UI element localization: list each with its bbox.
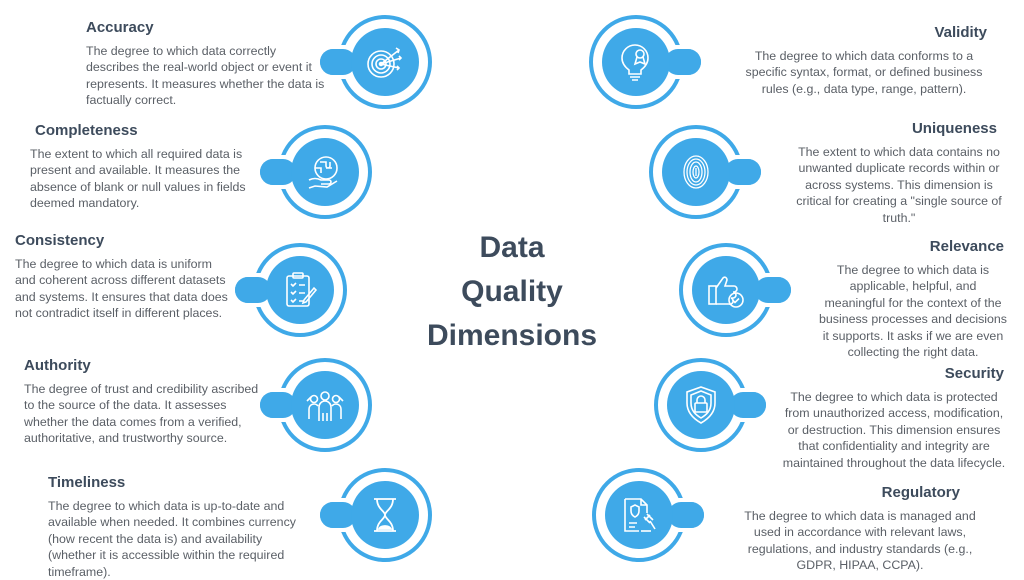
- dimension-description: The degree to which data is protected fr…: [778, 389, 1010, 472]
- lightbulb-badge-icon: [614, 40, 658, 84]
- regulatory-node: [592, 468, 686, 562]
- dimension-regulatory: Regulatory The degree to which data is m…: [742, 485, 978, 574]
- timeliness-node: [338, 468, 432, 562]
- accuracy-node: [338, 15, 432, 109]
- dimension-heading: Uniqueness: [794, 121, 997, 138]
- dimension-description: The extent to which all required data is…: [30, 146, 255, 212]
- document-gavel-icon: [617, 493, 661, 537]
- dimension-timeliness: Timeliness The degree to which data is u…: [48, 475, 306, 580]
- dimension-heading: Validity: [738, 25, 987, 42]
- dimension-accuracy: Accuracy The degree to which data correc…: [86, 20, 326, 109]
- dimension-security: Security The degree to which data is pro…: [778, 366, 1010, 471]
- security-node: [654, 358, 748, 452]
- consistency-node: [253, 243, 347, 337]
- dimension-description: The degree to which data correctly descr…: [86, 43, 326, 109]
- people-group-icon: [303, 383, 347, 427]
- title-line: Data: [392, 226, 632, 270]
- dimension-description: The degree to which data is applicable, …: [818, 262, 1008, 361]
- dimension-heading: Consistency: [15, 233, 230, 250]
- target-icon: [363, 40, 407, 84]
- title-line: Quality: [392, 270, 632, 314]
- hourglass-icon: [363, 493, 407, 537]
- dimension-description: The degree to which data is uniform and …: [15, 256, 230, 322]
- fingerprint-icon: [674, 150, 718, 194]
- dimension-uniqueness: Uniqueness The extent to which data cont…: [794, 121, 1004, 226]
- thumbs-up-check-icon: [704, 268, 748, 312]
- authority-node: [278, 358, 372, 452]
- puzzle-hand-icon: [303, 150, 347, 194]
- dimension-heading: Timeliness: [48, 475, 306, 492]
- dimension-heading: Accuracy: [86, 20, 326, 37]
- completeness-node: [278, 125, 372, 219]
- dimension-description: The degree to which data conforms to a s…: [738, 48, 990, 98]
- dimension-validity: Validity The degree to which data confor…: [738, 25, 990, 97]
- dimension-consistency: Consistency The degree to which data is …: [15, 233, 230, 322]
- dimension-heading: Authority: [24, 358, 264, 375]
- dimension-description: The extent to which data contains no unw…: [794, 144, 1004, 227]
- dimension-description: The degree of trust and credibility ascr…: [24, 381, 264, 447]
- uniqueness-node: [649, 125, 743, 219]
- validity-node: [589, 15, 683, 109]
- dimension-heading: Relevance: [818, 239, 1004, 256]
- checklist-icon: [278, 268, 322, 312]
- title-line: Dimensions: [392, 314, 632, 358]
- diagram-title: Data Quality Dimensions: [392, 226, 632, 358]
- dimension-heading: Regulatory: [742, 485, 960, 502]
- dimension-authority: Authority The degree of trust and credib…: [24, 358, 264, 447]
- dimension-description: The degree to which data is up-to-date a…: [48, 498, 306, 580]
- relevance-node: [679, 243, 773, 337]
- dimension-relevance: Relevance The degree to which data is ap…: [818, 239, 1008, 361]
- dimension-description: The degree to which data is managed and …: [742, 508, 978, 574]
- dimension-heading: Completeness: [35, 123, 255, 140]
- shield-lock-icon: [679, 383, 723, 427]
- dimension-heading: Security: [778, 366, 1004, 383]
- dimension-completeness: Completeness The extent to which all req…: [30, 123, 255, 212]
